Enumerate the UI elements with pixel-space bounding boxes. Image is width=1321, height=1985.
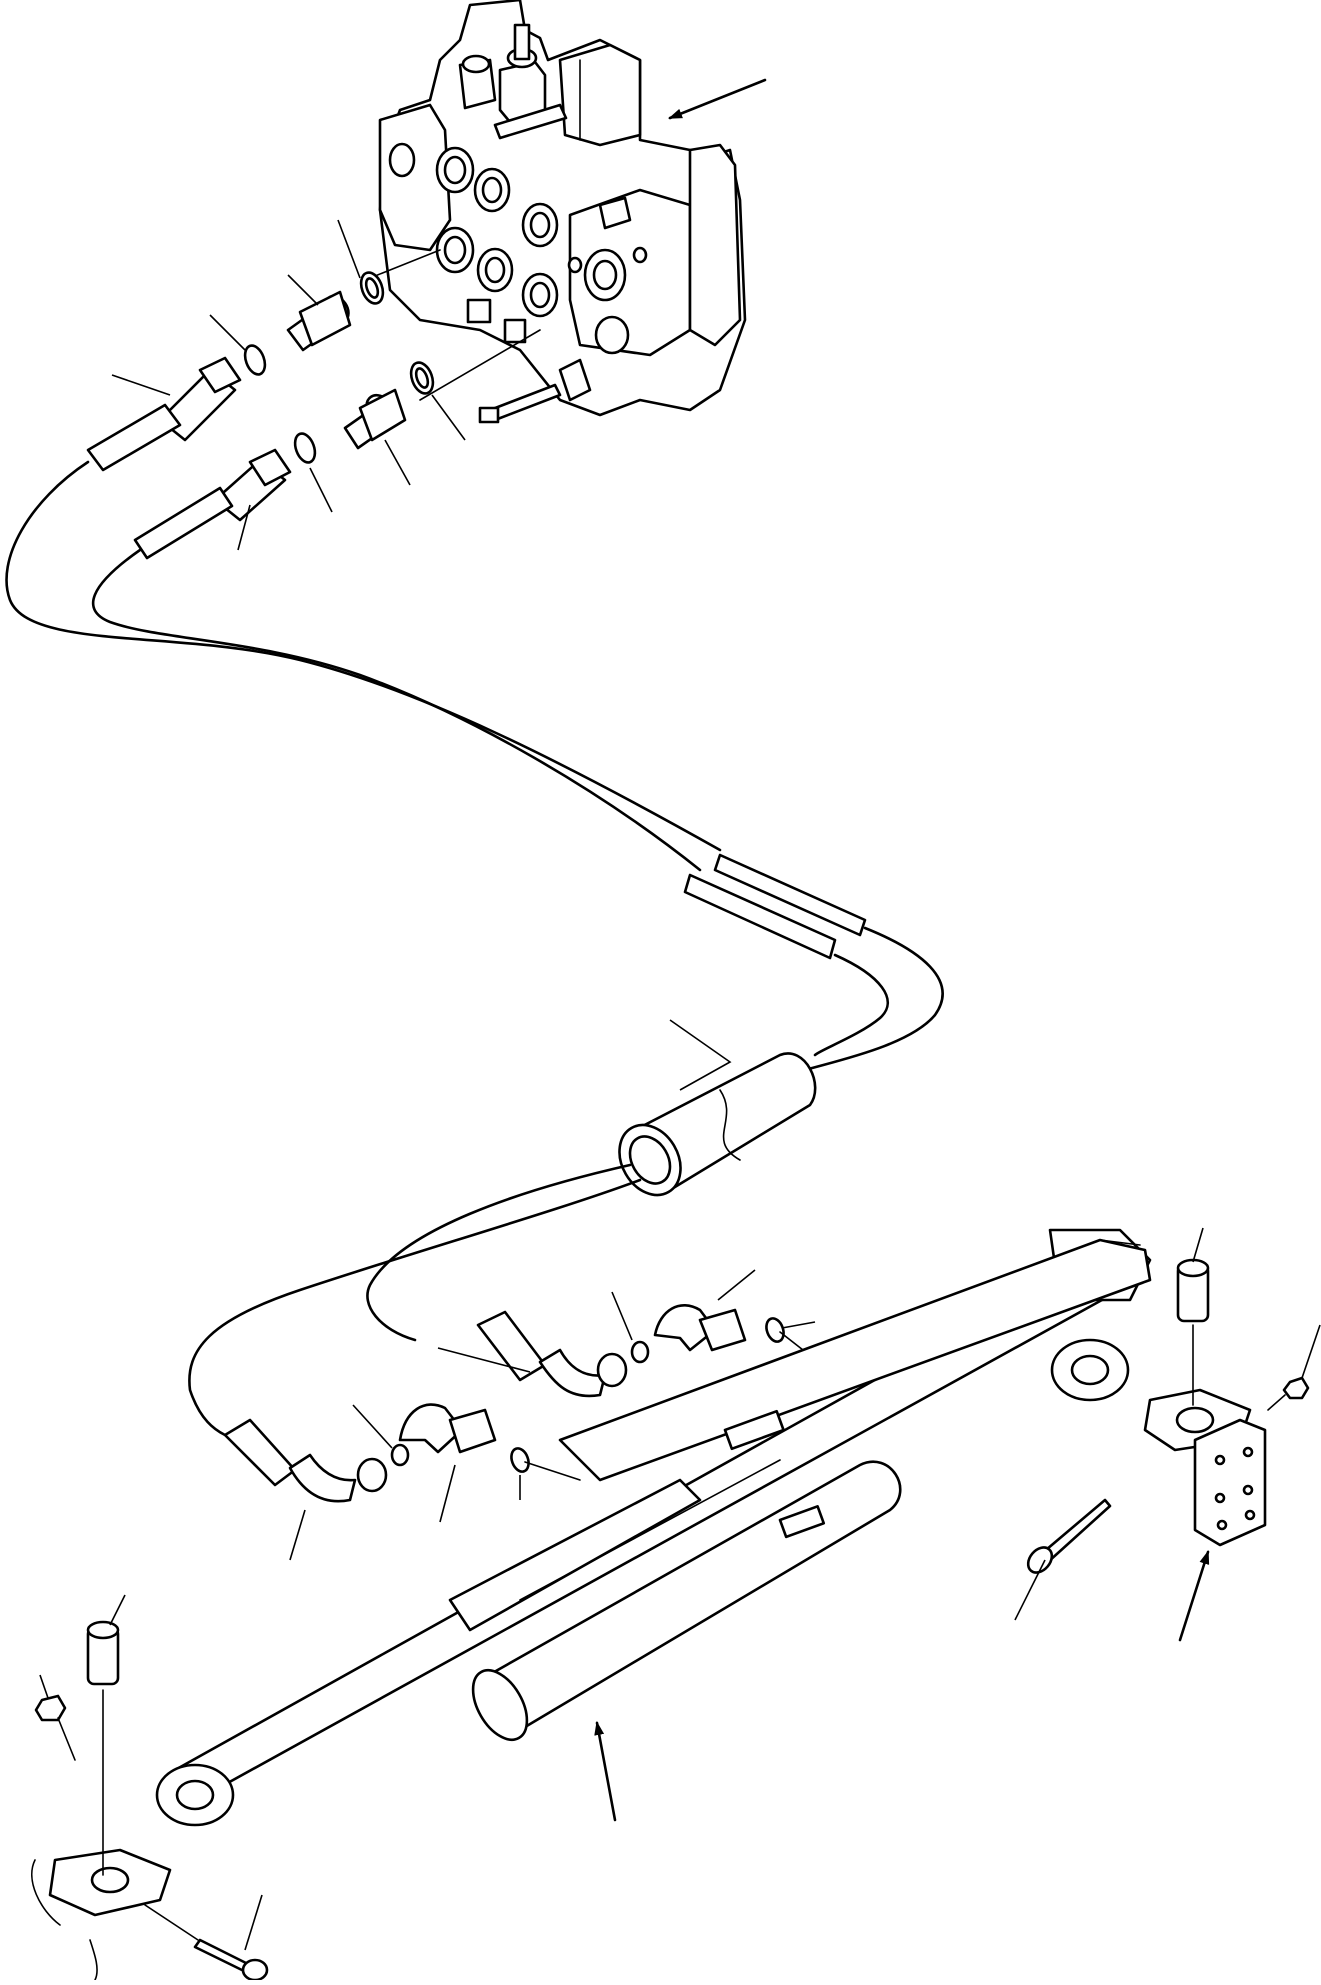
steering-cylinder-assembly bbox=[31, 1228, 1267, 1981]
block-pointer-arrow bbox=[1178, 1550, 1210, 1642]
cylinder-pointer-arrow bbox=[594, 1721, 617, 1822]
hose-lines bbox=[5, 403, 944, 1437]
control-valve bbox=[378, 0, 747, 424]
lower-leader-lines bbox=[289, 1269, 816, 1561]
valve-pointer-arrow bbox=[668, 78, 767, 120]
axle-leader-lines bbox=[39, 1227, 1321, 1951]
lower-hose-fittings bbox=[223, 1304, 836, 1503]
upper-leader-lines bbox=[111, 219, 466, 551]
king-pins-and-bolts bbox=[34, 1258, 1310, 1982]
